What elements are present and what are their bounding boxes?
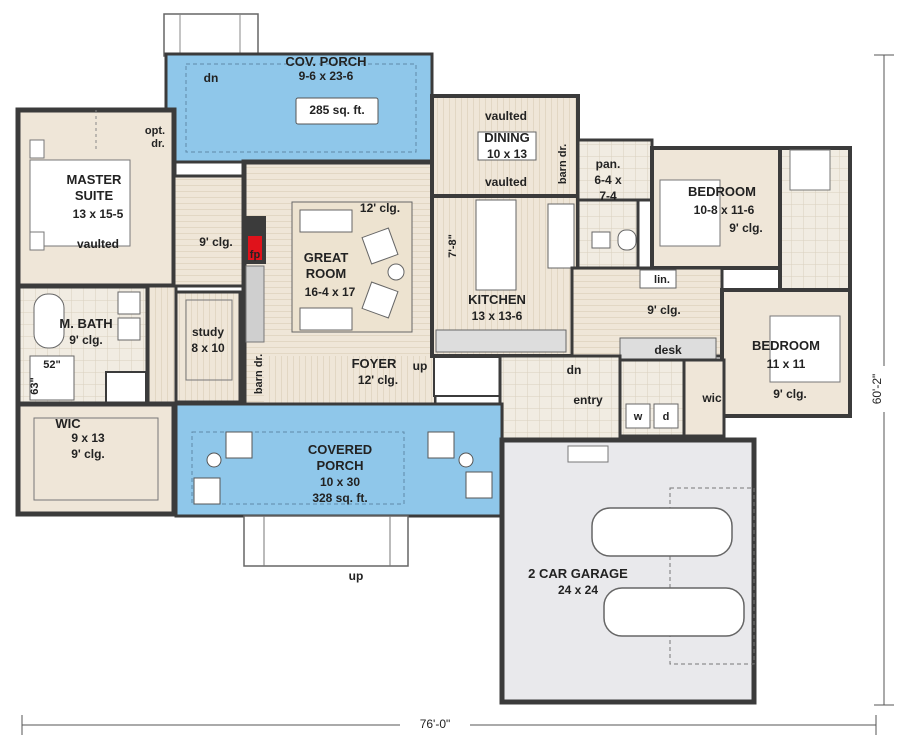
great-room-label: GREAT bbox=[304, 250, 349, 265]
shower-height: 63" bbox=[29, 377, 41, 394]
kitchen-dimensions: 13 x 13-6 bbox=[472, 309, 523, 323]
bedroom-2-ceiling: 9' clg. bbox=[773, 387, 807, 401]
foyer-label: FOYER bbox=[352, 356, 397, 371]
master-hall bbox=[172, 174, 246, 288]
front-steps-up-label: up bbox=[349, 569, 364, 583]
bedroom-1-ceiling: 9' clg. bbox=[729, 221, 763, 235]
kitchen-label: KITCHEN bbox=[468, 292, 526, 307]
rear-porch-label: COV. PORCH bbox=[285, 54, 366, 69]
dining-bottom-note: vaulted bbox=[485, 175, 527, 189]
rear-porch-down-label: dn bbox=[204, 71, 219, 85]
front-steps bbox=[243, 515, 409, 567]
bedroom-1-dimensions: 10-8 x 11-6 bbox=[694, 203, 755, 217]
foyer-ceiling: 12' clg. bbox=[358, 373, 398, 387]
foyer bbox=[264, 356, 434, 408]
master-suite-label: MASTER bbox=[67, 172, 123, 187]
pantry-dimensions: 6-4 x bbox=[594, 173, 622, 187]
entry bbox=[498, 354, 622, 442]
dining-label: DINING bbox=[484, 130, 530, 145]
barn-door-label-study: barn dr. bbox=[253, 354, 265, 394]
great-room-ceiling: 12' clg. bbox=[360, 201, 400, 215]
kitchen-island-dimension: 7'-8" bbox=[447, 234, 459, 258]
bedroom-1-label: BEDROOM bbox=[688, 184, 756, 199]
front-porch-dimensions: 10 x 30 bbox=[320, 475, 360, 489]
east-hall-ceiling: 9' clg. bbox=[647, 303, 681, 317]
wic-label: WIC bbox=[55, 416, 81, 431]
dining-top-note: vaulted bbox=[485, 109, 527, 123]
pantry-label: pan. bbox=[596, 157, 621, 171]
front-covered-porch bbox=[174, 402, 504, 518]
study-label: study bbox=[192, 325, 224, 339]
great-room-dimensions: 16-4 x 17 bbox=[305, 285, 356, 299]
barn-door-label-pantry: barn dr. bbox=[557, 144, 569, 184]
dryer-label: d bbox=[663, 411, 670, 423]
hall-ceiling: 9' clg. bbox=[199, 235, 233, 249]
master-suite-label-2: SUITE bbox=[75, 188, 114, 203]
shower-width: 52" bbox=[43, 359, 60, 371]
walk-in-closet-master bbox=[15, 401, 177, 517]
garage-label: 2 CAR GARAGE bbox=[528, 566, 628, 581]
desk-label: desk bbox=[654, 343, 682, 357]
bedroom-wic-label: wic bbox=[701, 391, 722, 405]
bedroom-2-dimensions: 11 x 11 bbox=[767, 357, 806, 371]
great-room-label-2: ROOM bbox=[306, 266, 346, 281]
washer-label: w bbox=[633, 411, 643, 423]
study bbox=[174, 290, 242, 404]
garage bbox=[499, 437, 757, 705]
stairs-up-label: up bbox=[413, 359, 428, 373]
overall-depth-label: 60'-2" bbox=[870, 374, 884, 405]
wic-ceiling: 9' clg. bbox=[71, 447, 105, 461]
study-dimensions: 8 x 10 bbox=[191, 341, 225, 355]
pantry-dimensions-2: 7-4 bbox=[599, 189, 617, 203]
wic-dimensions: 9 x 13 bbox=[71, 431, 105, 445]
rear-covered-porch bbox=[164, 52, 434, 164]
optional-door-label-2: dr. bbox=[151, 138, 164, 150]
master-bath-ceiling: 9' clg. bbox=[69, 333, 103, 347]
bedroom-2-label: BEDROOM bbox=[752, 338, 820, 353]
master-bath-label: M. BATH bbox=[59, 316, 112, 331]
stairs-down-label: dn bbox=[567, 363, 582, 377]
front-porch-label-2: PORCH bbox=[317, 458, 364, 473]
linen-label: lin. bbox=[654, 274, 670, 286]
rear-porch-area: 285 sq. ft. bbox=[309, 103, 364, 117]
dining-dimensions: 10 x 13 bbox=[487, 147, 527, 161]
front-porch-label: COVERED bbox=[308, 442, 372, 457]
rear-steps bbox=[163, 13, 259, 57]
fireplace-label: fp bbox=[250, 249, 261, 261]
walk-in-closet-bedroom bbox=[682, 358, 726, 438]
rear-porch-dimensions: 9-6 x 23-6 bbox=[299, 69, 354, 83]
front-porch-area: 328 sq. ft. bbox=[312, 491, 367, 505]
entry-label: entry bbox=[573, 393, 603, 407]
optional-door-label: opt. bbox=[145, 125, 165, 137]
master-suite-dimensions: 13 x 15-5 bbox=[73, 207, 124, 221]
overall-depth-dimension bbox=[866, 54, 896, 706]
overall-width-dimension bbox=[21, 714, 877, 735]
master-suite-ceiling: vaulted bbox=[77, 237, 119, 251]
overall-width-label: 76'-0" bbox=[420, 717, 451, 731]
garage-dimensions: 24 x 24 bbox=[558, 583, 598, 597]
